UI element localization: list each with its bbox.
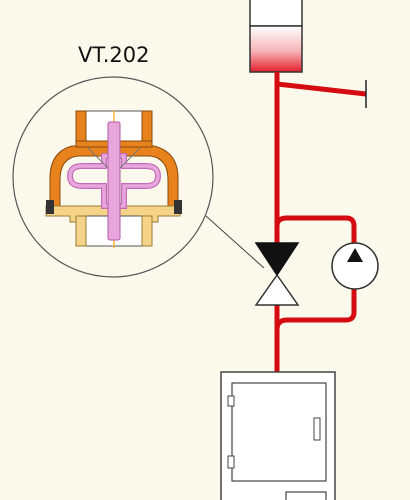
bypass-pipe-top — [274, 215, 357, 244]
bypass-pipe-bottom — [274, 288, 357, 331]
valve-upper-triangle — [254, 242, 300, 277]
pump-symbol — [331, 242, 379, 290]
valve-lower-triangle — [254, 273, 300, 306]
control-cabinet — [220, 371, 336, 500]
callout-leader-line — [205, 215, 265, 269]
side-branch-pipe — [276, 81, 367, 97]
tank — [249, 0, 303, 73]
pipe-network — [274, 72, 367, 372]
valve-tag-label: VT.202 — [78, 43, 149, 67]
valve-detail-callout — [12, 76, 214, 278]
check-valve-symbol — [254, 242, 300, 306]
cabinet-handle — [313, 417, 321, 441]
valve-stem-assembly — [66, 110, 162, 248]
cabinet-hinge-bottom — [227, 455, 235, 469]
pump-arrow-icon — [347, 248, 363, 262]
cabinet-hinge-top — [227, 395, 235, 407]
cabinet-lower-panel — [285, 491, 327, 500]
